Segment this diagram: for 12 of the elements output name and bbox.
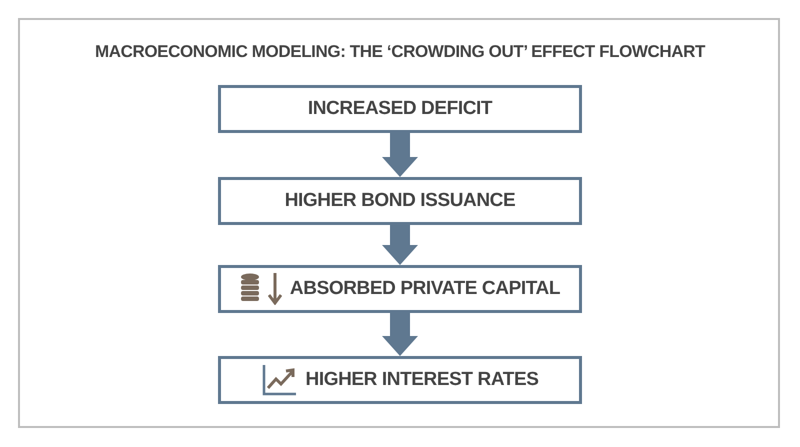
box-label: HIGHER INTEREST RATES [306, 369, 538, 391]
arrow [382, 133, 418, 177]
box-label: HIGHER BOND ISSUANCE [284, 190, 516, 212]
title: MACROECONOMIC MODELING: THE ‘CROWDING OUT’ EFFECT FLOWCHART [94, 42, 706, 62]
box-label: ABSORBED PRIVATE CAPITAL [290, 278, 560, 300]
arrow [382, 313, 418, 356]
process-box [218, 265, 582, 313]
process-box [218, 356, 582, 404]
process-box [218, 177, 582, 225]
box-label: INCREASED DEFICIT [308, 98, 492, 120]
arrow [382, 225, 418, 265]
process-box [218, 85, 582, 133]
